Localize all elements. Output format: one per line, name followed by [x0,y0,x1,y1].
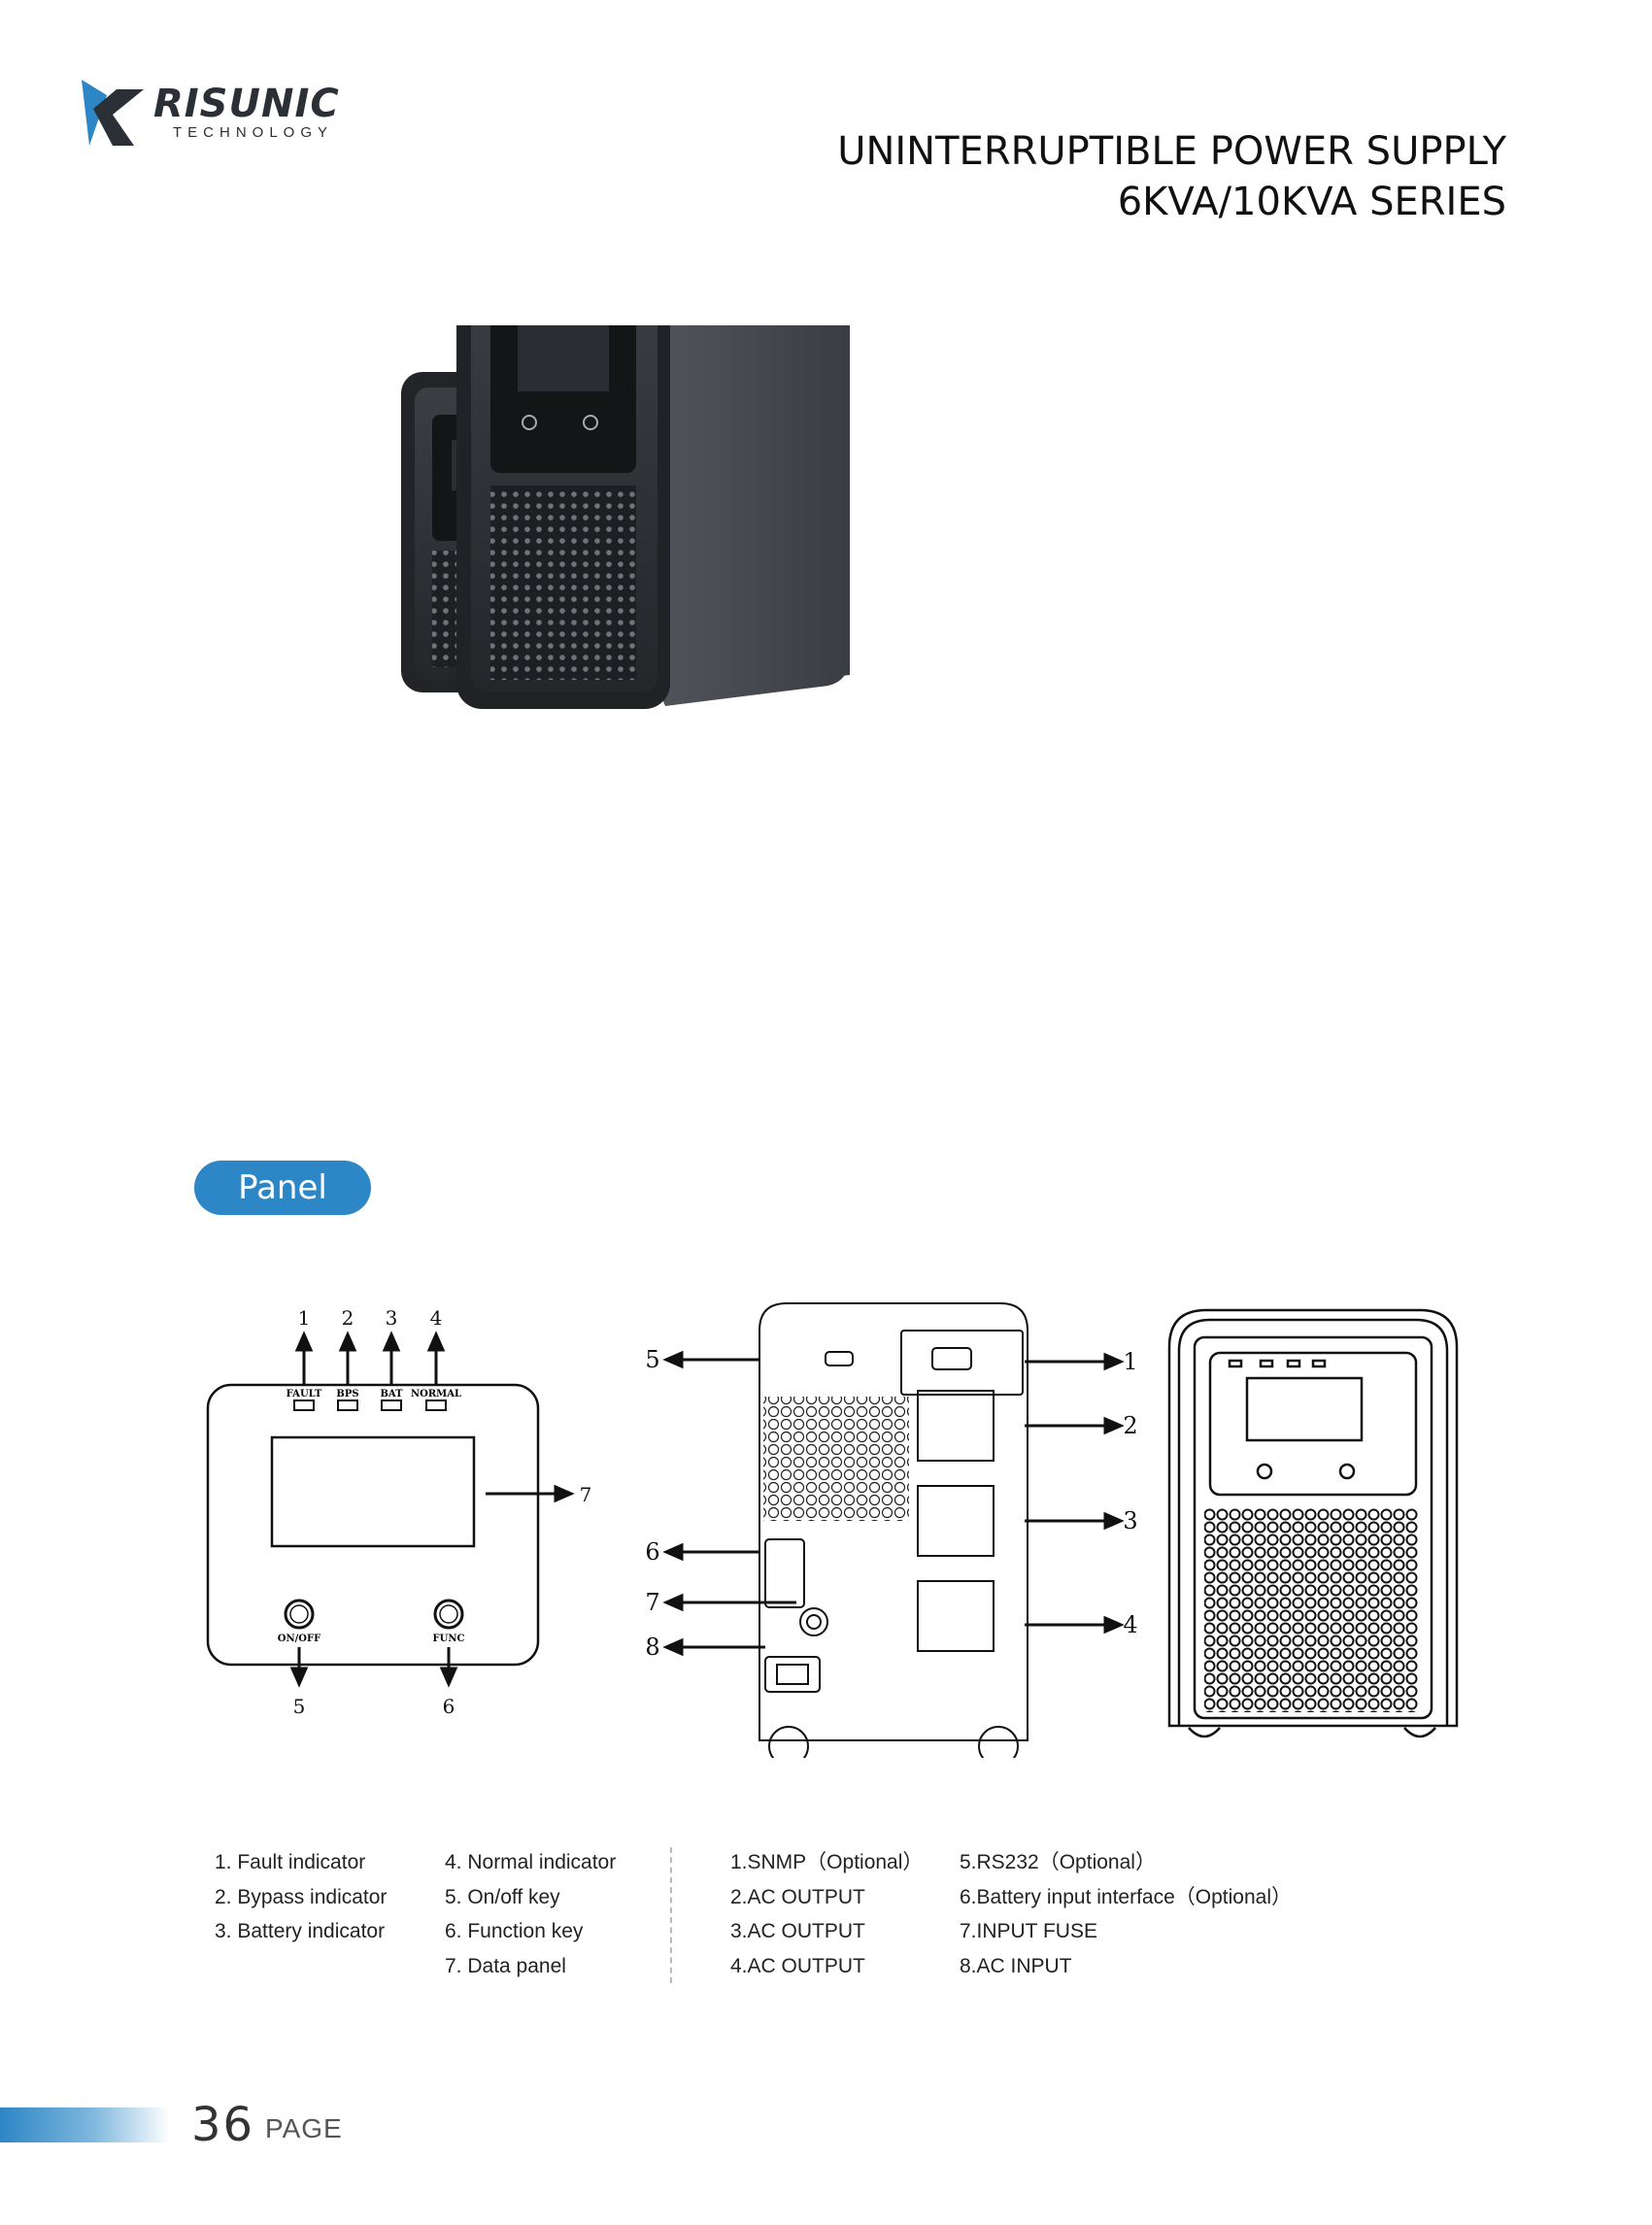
callout-ac-input: 8 [645,1634,659,1661]
legend-divider [670,1847,672,1983]
callout-ac-output-2: 2 [1123,1412,1137,1439]
onoff-key-label: ON/OFF [278,1634,320,1644]
legend-item: 6.Battery input interface（Optional） [960,1885,1293,1908]
callout-1: 1 [298,1306,311,1330]
func-key-icon [433,1599,464,1630]
bat-indicator-label: BAT [380,1389,403,1399]
rear-panel-diagram: 1 2 3 4 5 6 7 8 [645,1302,1138,1758]
front-unit-diagram [1167,1308,1459,1738]
fault-indicator-label: FAULT [287,1389,322,1399]
legend-item: 2.AC OUTPUT [730,1885,865,1908]
ups-product-image [401,325,850,709]
logo-mark-icon [82,80,144,146]
title-line-2: 6KVA/10KVA SERIES [1117,180,1506,224]
callout-rs232: 5 [645,1346,659,1373]
callout-ac-output-4: 4 [1123,1611,1137,1638]
legend-item: 4.AC OUTPUT [730,1954,865,1977]
legend-rear-col2: 5.RS232（Optional） 6.Battery input interf… [960,1845,1292,1983]
legend-rear-col1: 1.SNMP（Optional） 2.AC OUTPUT 3.AC OUTPUT… [730,1845,923,1983]
brand-tagline: TECHNOLOGY [173,124,334,141]
legend-item: 5. On/off key [445,1885,560,1908]
legend-item: 6. Function key [445,1920,584,1942]
ups-large-unit [456,325,850,709]
normal-indicator-label: NORMAL [411,1389,461,1399]
legend-item: 3. Battery indicator [215,1920,386,1942]
onoff-key-icon [284,1599,315,1630]
legend-item: 7.INPUT FUSE [960,1920,1097,1942]
callout-6: 6 [443,1695,455,1718]
legend-item: 1. Fault indicator [215,1851,366,1873]
legend-item: 8.AC INPUT [960,1954,1072,1977]
legend-item: 3.AC OUTPUT [730,1920,865,1942]
callout-ac-output-3: 3 [1123,1507,1137,1534]
legend-item: 7. Data panel [445,1954,566,1977]
callout-input-fuse: 7 [645,1589,659,1616]
brand-name: RISUNIC [153,82,340,126]
callout-4: 4 [430,1306,443,1330]
page-title: UNINTERRUPTIBLE POWER SUPPLY 6KVA/10KVA … [837,126,1506,227]
legend-item: 4. Normal indicator [445,1851,617,1873]
legend-item: 2. Bypass indicator [215,1885,388,1908]
brand-logo: RISUNIC TECHNOLOGY [78,76,350,153]
callout-2: 2 [342,1306,354,1330]
legend-item: 5.RS232（Optional） [960,1851,1156,1873]
front-panel-diagram: FAULT BPS BAT NORMAL ON/OFF FUNC 1 2 3 4… [206,1306,592,1718]
callout-battery-input: 6 [645,1538,659,1566]
legend-front-col2: 4. Normal indicator 5. On/off key 6. Fun… [445,1845,616,1983]
page-label: PAGE [265,2113,343,2143]
callout-7: 7 [580,1483,592,1506]
page-number: 36 [191,2098,255,2152]
section-label-panel: Panel [194,1161,371,1215]
callout-snmp: 1 [1123,1348,1137,1375]
footer-accent-bar [0,2107,170,2142]
title-line-1: UNINTERRUPTIBLE POWER SUPPLY [837,129,1506,174]
callout-3: 3 [386,1306,398,1330]
legend-item: 1.SNMP（Optional） [730,1851,924,1873]
callout-5: 5 [293,1695,306,1718]
legend-front-col1: 1. Fault indicator 2. Bypass indicator 3… [215,1845,387,1949]
bps-indicator-label: BPS [336,1389,358,1399]
func-key-label: FUNC [433,1634,465,1644]
